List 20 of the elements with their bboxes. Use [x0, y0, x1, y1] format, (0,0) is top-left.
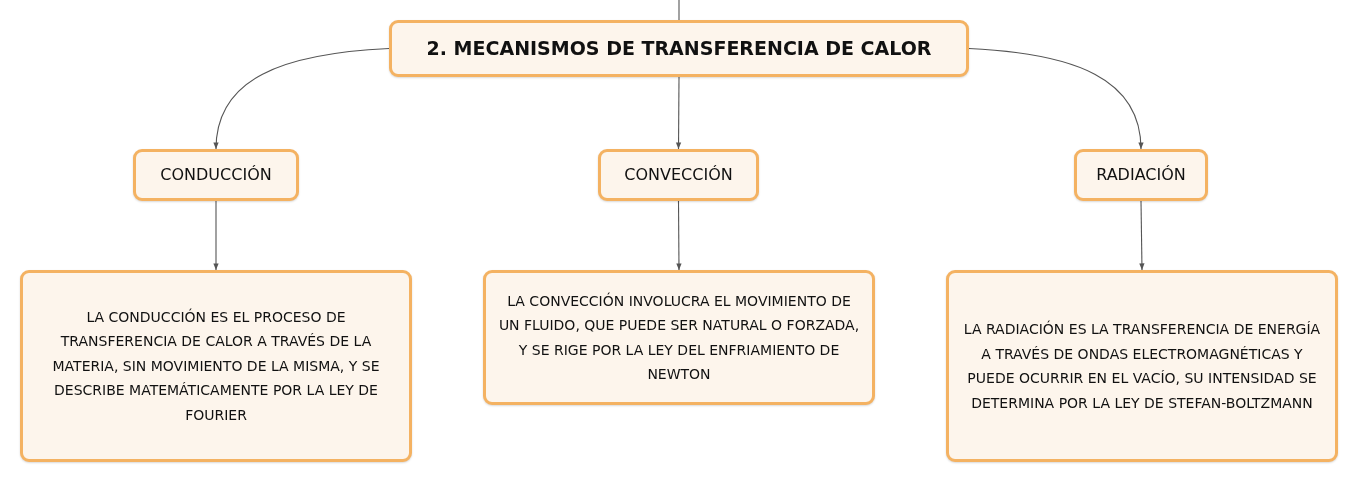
connector-arrow [675, 76, 682, 150]
connector-arrow [1139, 200, 1145, 271]
connector-arrow [968, 47, 1144, 150]
topic-box [1074, 149, 1208, 201]
description-box [483, 270, 875, 405]
topic-box [133, 149, 299, 201]
topic-text: RADIACIÓN [1096, 165, 1186, 185]
description-text: LA RADIACIÓN ES LA TRANSFERENCIA DE ENERGÍA A TRAVÉS DE ONDAS ELECTROMAGNÉTICAS Y PUEDE OCURRIR EN EL VACÍO, SU INTENSIDAD SE DETERMINA POR LA LEY DE STEFAN-BOLTZMANN [962, 319, 1322, 413]
description-text: LA CONVECCIÓN INVOLUCRA EL MOVIMIENTO DE UN FLUIDO, QUE PUEDE SER NATURAL O FORZADA, Y SE RIGE POR LA LEY DEL ENFRIAMIENTO DE NEWTON [497, 291, 861, 384]
connector-arrow [213, 47, 390, 150]
connector-arrow [213, 200, 219, 271]
title-text: 2. MECANISMOS DE TRANSFERENCIA DE CALOR [426, 37, 932, 60]
topic-text: CONDUCCIÓN [160, 165, 272, 185]
description-box [946, 270, 1338, 462]
title-box [389, 20, 969, 77]
description-box [20, 270, 412, 462]
connector-arrow [676, 200, 682, 271]
topic-box [598, 149, 759, 201]
topic-text: CONVECCIÓN [624, 165, 733, 185]
description-text: LA CONDUCCIÓN ES EL PROCESO DE TRANSFERENCIA DE CALOR A TRAVÉS DE LA MATERIA, SIN MOVIMIENTO DE LA MISMA, Y SE DESCRIBE MATEMÁTICAMENTE POR LA LEY DE FOURIER [51, 307, 381, 425]
